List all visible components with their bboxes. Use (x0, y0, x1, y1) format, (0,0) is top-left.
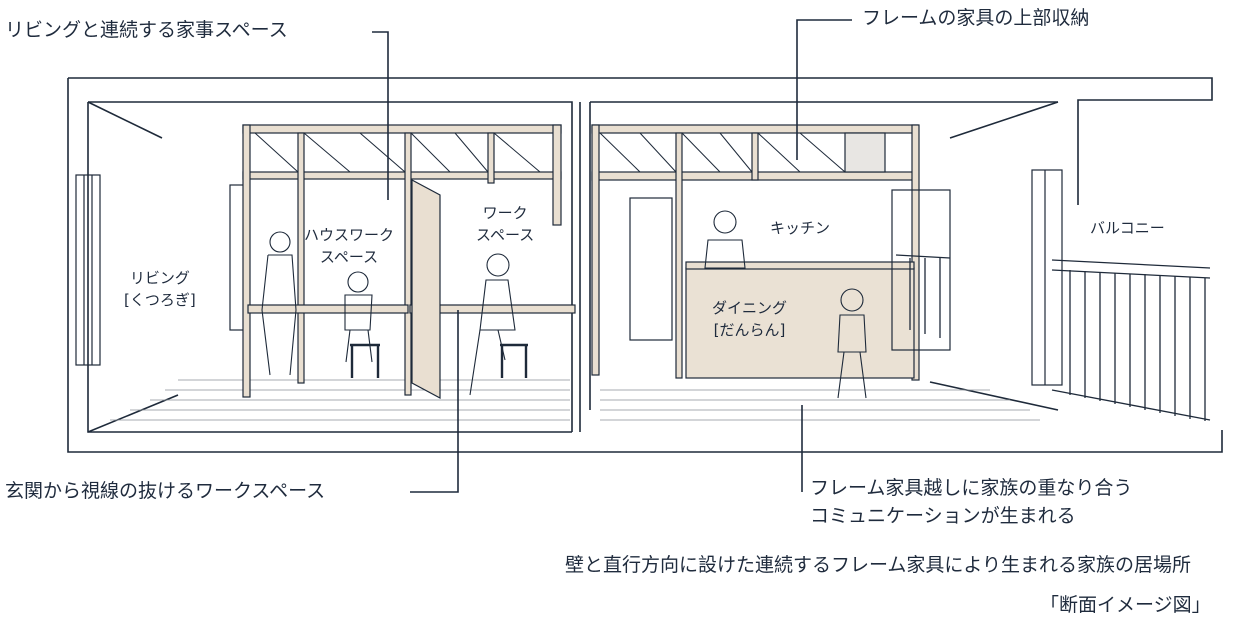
person-work (469, 253, 516, 396)
room-work: ワーク スペース (476, 203, 534, 247)
dining-counter (685, 261, 915, 379)
room-living-line2: [くつろぎ] (124, 290, 196, 309)
callout-family-overlap-line1: フレーム家具越しに家族の重なり合う (810, 477, 1133, 499)
frame-diagonals-right (599, 132, 846, 173)
room-work-line1: ワーク (482, 204, 528, 222)
entrance-door (629, 197, 673, 341)
balcony-railing (895, 254, 1211, 421)
room-housework: ハウスワーク スペース (304, 225, 394, 269)
room-housework-line2: スペース (319, 247, 379, 266)
room-living: リビング [くつろぎ] (124, 268, 196, 312)
left-window (75, 174, 247, 366)
room-balcony: バルコニー (1090, 219, 1165, 237)
person-housework (344, 271, 373, 363)
stools (350, 343, 528, 378)
person-kitchen (704, 210, 746, 269)
frame-furniture-right (591, 124, 920, 381)
callout-family-overlap: フレーム家具越しに家族の重なり合う コミュニケーションが生まれる (810, 475, 1132, 530)
frame-furniture-left (242, 124, 576, 400)
callout-frame-storage: フレームの家具の上部収納 (862, 7, 1090, 29)
caption-main: 壁と直行方向に設けた連続するフレーム家具により生まれる家族の居場所 (565, 554, 1192, 576)
callout-living-housework: リビングと連続する家事スペース (5, 19, 288, 41)
room-housework-line1: ハウスワーク (304, 226, 395, 244)
room-dining: ダイニング [だんらん] (712, 298, 787, 342)
room-kitchen: キッチン (770, 219, 831, 237)
frame-diagonals-left (254, 132, 541, 173)
person-living (261, 231, 297, 376)
floor-boards (110, 379, 1040, 421)
room-work-line2: スペース (476, 225, 535, 244)
leader-lines (372, 19, 852, 493)
person-child (837, 288, 867, 399)
caption-sub: 「断面イメージ図」 (1040, 594, 1211, 616)
right-windows (891, 169, 1063, 386)
building-shell (67, 77, 1223, 453)
room-dining-line2: [だんらん] (713, 320, 786, 339)
room-living-line1: リビング (129, 269, 190, 287)
room-dining-line1: ダイニング (712, 299, 788, 317)
callout-entrance-workspace: 玄関から視線の抜けるワークスペース (5, 480, 326, 502)
callout-family-overlap-line2: コミュニケーションが生まれる (810, 504, 1076, 527)
